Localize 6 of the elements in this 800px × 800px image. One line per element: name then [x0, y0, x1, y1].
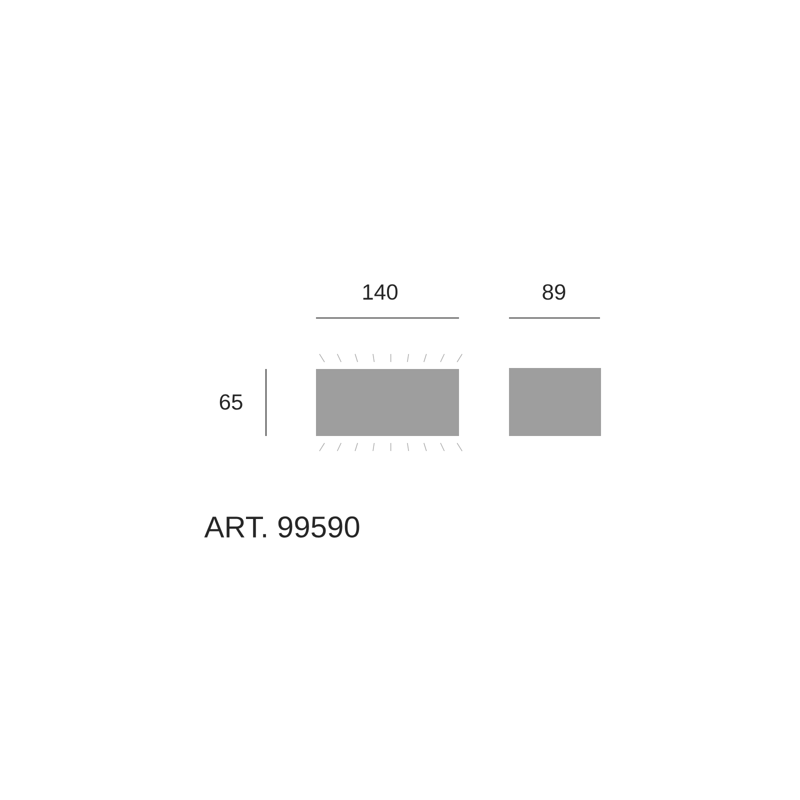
article-number: ART. 99590	[204, 516, 360, 538]
dimension-label: 89	[542, 284, 566, 300]
dimension-label: 65	[220, 394, 242, 410]
product-shape	[509, 368, 601, 436]
product-shape	[316, 369, 459, 436]
dimension-label: 140	[363, 284, 398, 300]
